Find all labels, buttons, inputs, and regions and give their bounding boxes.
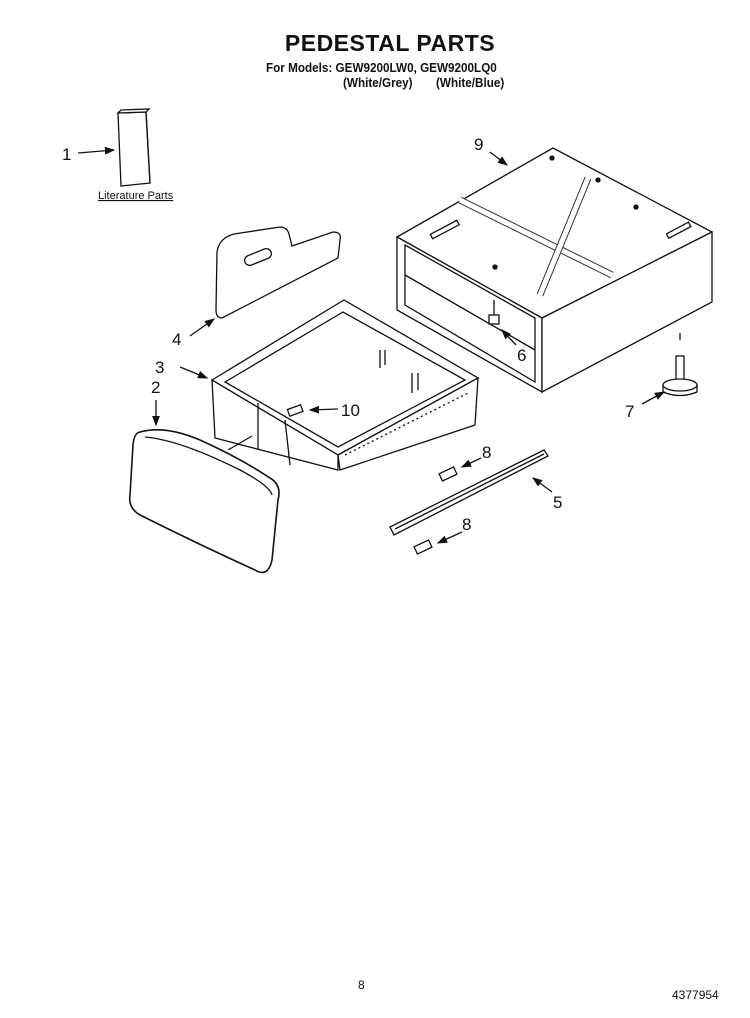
callout-5: 5 — [553, 493, 562, 512]
model-color-1: (White/Grey) — [343, 75, 413, 90]
drawer-tub — [210, 299, 480, 471]
screw — [488, 300, 500, 325]
callout-8-upper: 8 — [482, 443, 491, 462]
callout-3: 3 — [155, 358, 164, 377]
arrow-1 — [77, 146, 116, 155]
page-number: 8 — [358, 978, 365, 992]
arrow-8-upper — [460, 457, 482, 468]
callout-9: 9 — [474, 135, 483, 154]
callout-4: 4 — [172, 330, 181, 349]
arrow-3 — [179, 366, 209, 379]
page-title: PEDESTAL PARTS — [284, 30, 496, 56]
model-numbers: For Models: GEW9200LW0, GEW9200LQ0 — [266, 60, 497, 75]
arrow-9 — [489, 151, 509, 166]
rail-screw-lower — [413, 539, 433, 555]
drawer-screw — [286, 403, 304, 417]
arrow-7 — [641, 391, 666, 405]
leveling-foot — [662, 333, 698, 397]
literature-booklet — [116, 108, 151, 187]
callout-10: 10 — [341, 401, 360, 420]
drawer-slide-rail — [389, 449, 549, 536]
callout-1: 1 — [62, 145, 71, 164]
callout-2: 2 — [151, 378, 160, 397]
arrow-5 — [531, 477, 553, 493]
callout-7: 7 — [625, 402, 634, 421]
arrow-8-lower — [436, 531, 463, 544]
drawer-front-panel — [128, 429, 280, 574]
rail-screw-upper — [438, 466, 458, 482]
arrow-6 — [501, 329, 517, 346]
document-number: 4377954 — [672, 988, 719, 1002]
arrow-4 — [189, 318, 216, 337]
callout-6: 6 — [517, 346, 526, 365]
model-color-2: (White/Blue) — [436, 75, 505, 90]
drawer-back-panel — [215, 226, 341, 319]
literature-parts-label: Literature Parts — [98, 190, 174, 202]
arrow-10 — [308, 405, 339, 414]
pedestal-cabinet — [395, 147, 714, 394]
callout-8-lower: 8 — [462, 515, 471, 534]
